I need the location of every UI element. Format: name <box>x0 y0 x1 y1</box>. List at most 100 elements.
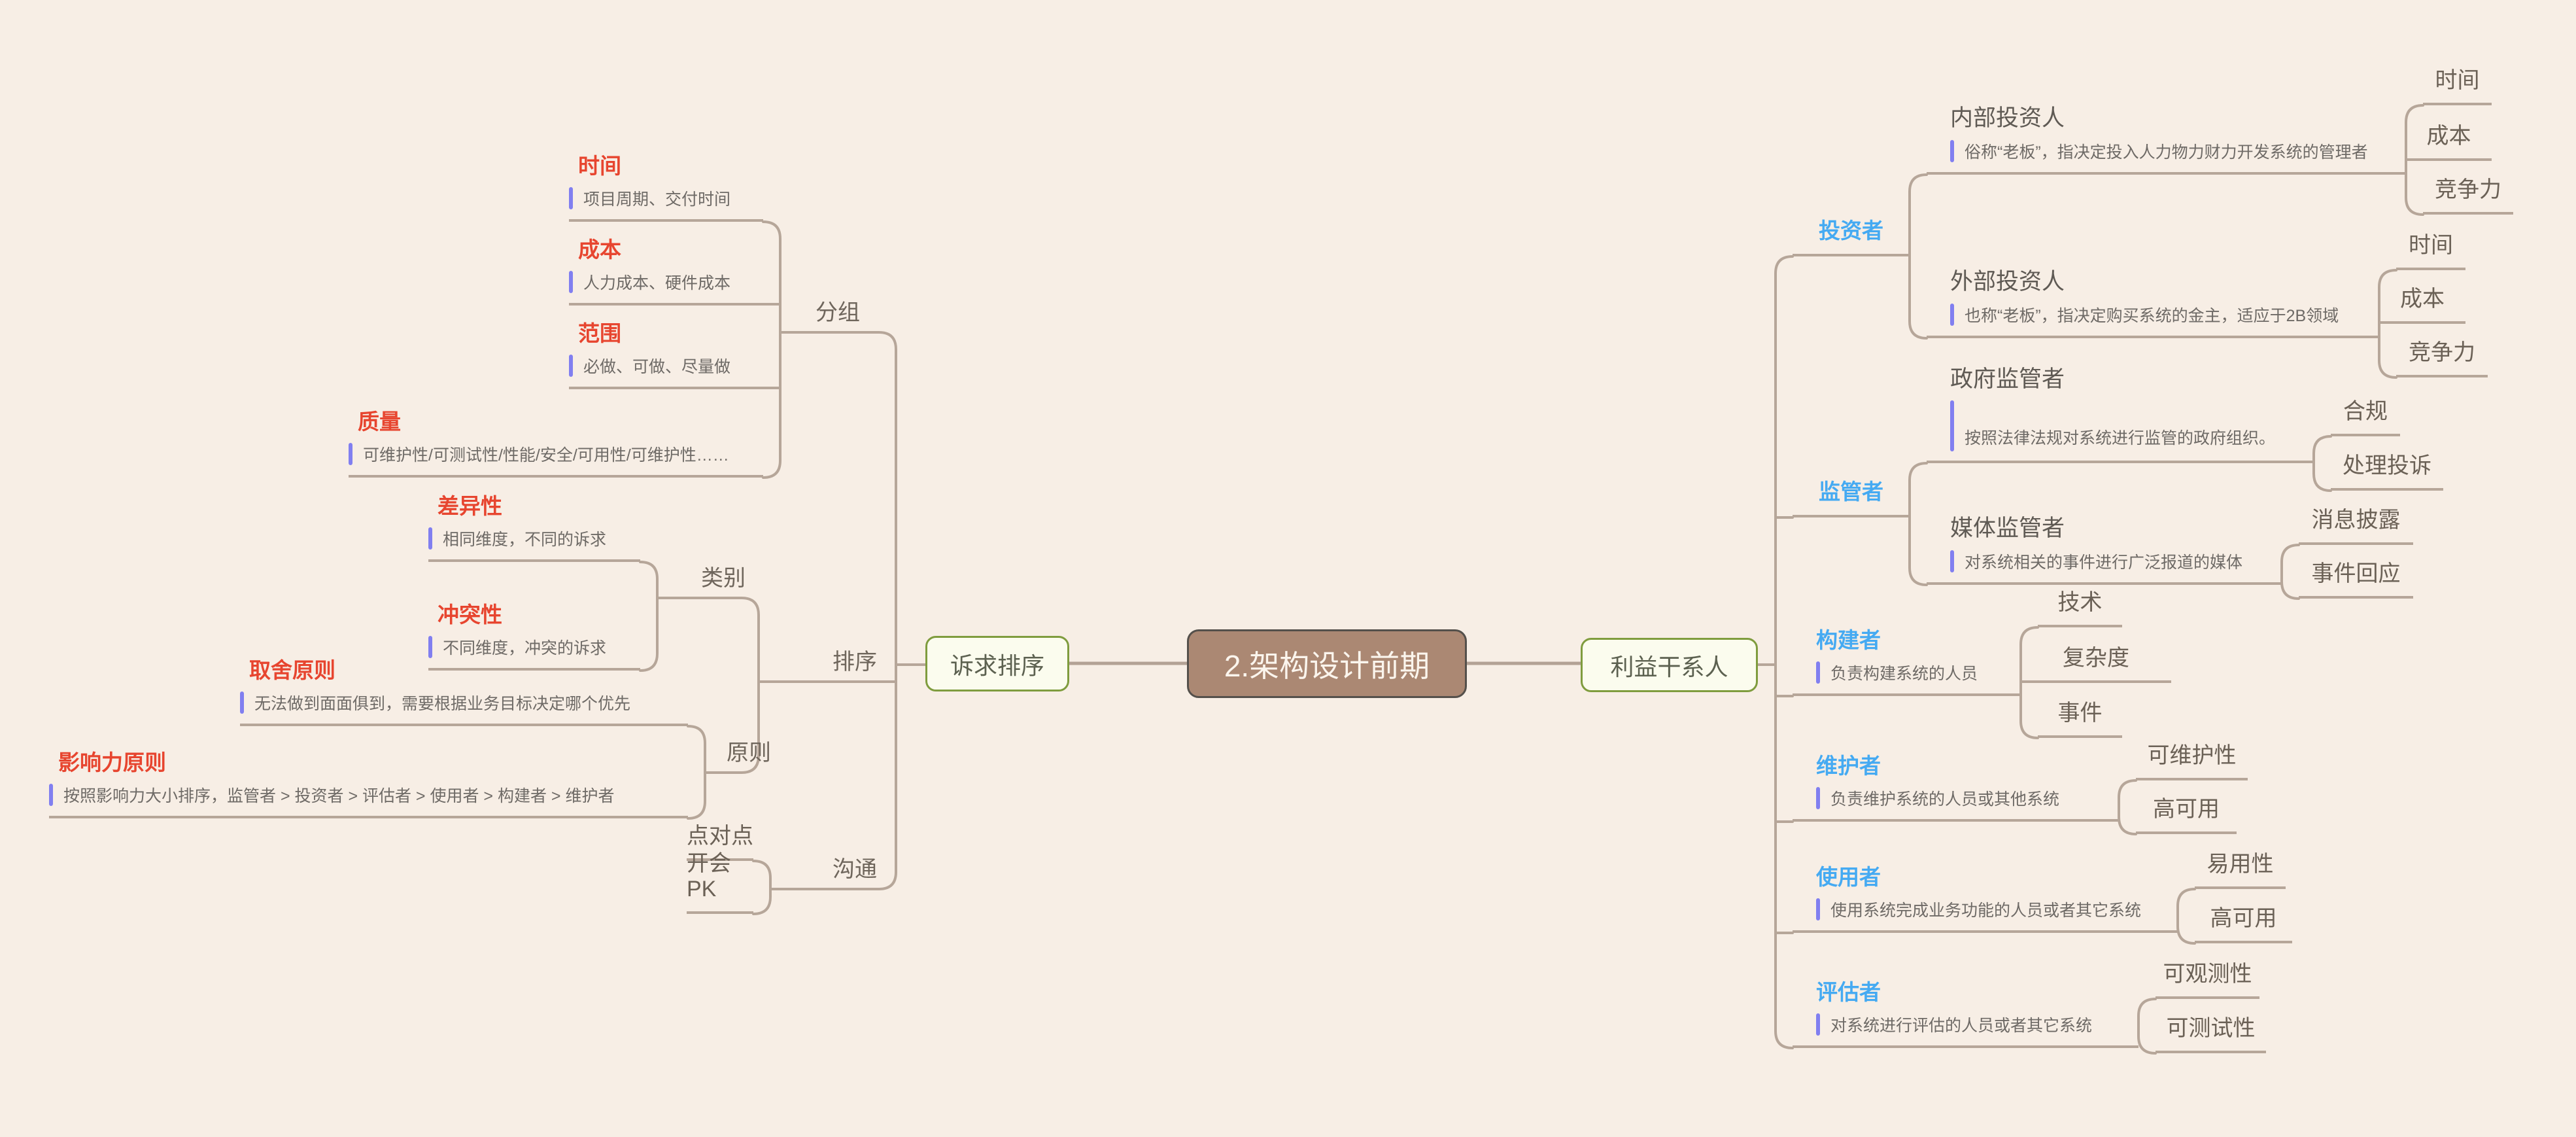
leaf-time-external[interactable]: 时间 <box>2396 233 2465 270</box>
topic-time-left-label: 时间 <box>578 154 621 179</box>
label-category[interactable]: 类别 <box>701 565 746 591</box>
note-marker <box>349 443 352 465</box>
leaf-incident-response[interactable]: 事件回应 <box>2299 561 2413 599</box>
leaf-testability[interactable]: 可测试性 <box>2155 1016 2266 1053</box>
branch-evaluator-label: 评估者 <box>1816 980 1881 1005</box>
topic-cost-left-label: 成本 <box>578 237 621 262</box>
topic-influence-principle-label: 影响力原则 <box>58 750 166 775</box>
note-marker <box>569 271 573 293</box>
branch-maintainer[interactable]: 维护者 负责维护系统的人员或其他系统 <box>1793 754 2119 822</box>
note-marker <box>1950 550 1954 572</box>
topic-tradeoff-principle-label: 取舍原则 <box>249 658 335 683</box>
topic-scope-label: 范围 <box>578 321 621 346</box>
note-marker <box>1816 661 1820 684</box>
branch-builder-note: 负责构建系统的人员 <box>1793 661 2021 693</box>
leaf-observability[interactable]: 可观测性 <box>2155 962 2259 999</box>
topic-government-regulator-note: 按照法律法规对系统进行监管的政府组织。 <box>1927 400 2314 461</box>
topic-media-regulator[interactable]: 媒体监管者 对系统相关的事件进行广泛报道的媒体 <box>1927 516 2282 585</box>
topic-influence-principle[interactable]: 影响力原则 按照影响力大小排序，监管者 > 投资者 > 评估者 > 使用者 > … <box>49 750 688 818</box>
branch-user-label: 使用者 <box>1816 865 1881 890</box>
topic-difference-note: 相同维度，不同的诉求 <box>428 527 640 559</box>
branch-evaluator-note: 对系统进行评估的人员或者其它系统 <box>1793 1013 2138 1045</box>
leaf-cost-internal[interactable]: 成本 <box>2406 124 2492 161</box>
leaf-time-internal[interactable]: 时间 <box>2423 68 2492 105</box>
leaf-point-to-point[interactable]: 点对点 <box>687 824 753 861</box>
branch-regulator[interactable]: 监管者 <box>1793 480 1910 517</box>
topic-time-left-note: 项目周期、交付时间 <box>569 186 763 219</box>
topic-quality-note: 可维护性/可测试性/性能/安全/可用性/可维护性…… <box>349 442 763 475</box>
label-principle[interactable]: 原则 <box>727 740 771 765</box>
leaf-incident[interactable]: 事件 <box>2038 701 2122 738</box>
note-marker <box>569 187 573 209</box>
topic-conflict-note: 不同维度，冲突的诉求 <box>428 635 640 668</box>
topic-influence-principle-note: 按照影响力大小排序，监管者 > 投资者 > 评估者 > 使用者 > 构建者 > … <box>49 783 688 816</box>
topic-tradeoff-principle-note: 无法做到面面俱到，需要根据业务目标决定哪个优先 <box>240 691 688 724</box>
topic-quality-label: 质量 <box>358 410 401 434</box>
topic-tradeoff-principle[interactable]: 取舍原则 无法做到面面俱到，需要根据业务目标决定哪个优先 <box>240 658 688 726</box>
topic-internal-investor-note: 俗称“老板”，指决定投入人力物力财力开发系统的管理者 <box>1927 139 2406 172</box>
leaf-meeting-pk[interactable]: 开会PK <box>687 851 753 914</box>
topic-external-investor-label: 外部投资人 <box>1950 268 2065 294</box>
root-node-label: 2.架构设计前期 <box>1224 648 1430 683</box>
branch-investor[interactable]: 投资者 <box>1793 219 1910 256</box>
leaf-handle-complaints[interactable]: 处理投诉 <box>2331 453 2443 491</box>
topic-internal-investor-label: 内部投资人 <box>1950 105 2065 131</box>
leaf-competitiveness-external[interactable]: 竞争力 <box>2396 340 2488 377</box>
left-bracket-group <box>639 220 927 915</box>
label-grouping[interactable]: 分组 <box>816 300 860 325</box>
note-marker <box>1816 898 1820 920</box>
branch-user[interactable]: 使用者 使用系统完成业务功能的人员或者其它系统 <box>1793 865 2178 933</box>
topic-scope[interactable]: 范围 必做、可做、尽量做 <box>569 321 780 389</box>
note-marker <box>240 691 244 714</box>
topic-difference[interactable]: 差异性 相同维度，不同的诉求 <box>428 494 640 562</box>
topic-external-investor-note: 也称“老板”，指决定购买系统的金主，适应于2B领域 <box>1927 303 2379 336</box>
branch-investor-label: 投资者 <box>1819 219 1883 243</box>
note-marker <box>1816 1013 1820 1036</box>
note-marker <box>428 527 432 550</box>
leaf-complexity[interactable]: 复杂度 <box>2021 646 2171 683</box>
branch-user-note: 使用系统完成业务功能的人员或者其它系统 <box>1793 898 2178 930</box>
node-stakeholders-label: 利益干系人 <box>1610 653 1728 680</box>
topic-media-regulator-note: 对系统相关的事件进行广泛报道的媒体 <box>1927 550 2282 582</box>
note-marker <box>1950 304 1954 326</box>
leaf-compliance[interactable]: 合规 <box>2331 399 2400 436</box>
leaf-technology[interactable]: 技术 <box>2038 590 2122 627</box>
topic-quality[interactable]: 质量 可维护性/可测试性/性能/安全/可用性/可维护性…… <box>349 410 763 478</box>
note-marker <box>1816 787 1820 809</box>
topic-time-left[interactable]: 时间 项目周期、交付时间 <box>569 154 763 222</box>
node-demand-sorting-label: 诉求排序 <box>950 652 1044 679</box>
topic-media-regulator-label: 媒体监管者 <box>1950 515 2065 541</box>
branch-builder[interactable]: 构建者 负责构建系统的人员 <box>1793 628 2021 696</box>
topic-difference-label: 差异性 <box>438 494 502 519</box>
note-marker <box>1950 400 1954 451</box>
topic-internal-investor[interactable]: 内部投资人 俗称“老板”，指决定投入人力物力财力开发系统的管理者 <box>1927 105 2406 175</box>
leaf-high-availability-maintainer[interactable]: 高可用 <box>2136 797 2237 834</box>
note-marker <box>1950 140 1954 162</box>
topic-government-regulator[interactable]: 政府监管者 按照法律法规对系统进行监管的政府组织。 <box>1927 366 2314 463</box>
leaf-information-disclosure[interactable]: 消息披露 <box>2299 508 2413 545</box>
root-node[interactable]: 2.架构设计前期 <box>1187 629 1467 698</box>
label-communication[interactable]: 沟通 <box>833 856 877 882</box>
topic-government-regulator-label: 政府监管者 <box>1950 366 2065 392</box>
branch-regulator-label: 监管者 <box>1819 480 1883 504</box>
topic-scope-note: 必做、可做、尽量做 <box>569 354 780 387</box>
topic-cost-left-note: 人力成本、硬件成本 <box>569 270 780 303</box>
note-marker <box>49 784 53 806</box>
branch-evaluator[interactable]: 评估者 对系统进行评估的人员或者其它系统 <box>1793 980 2138 1048</box>
topic-external-investor[interactable]: 外部投资人 也称“老板”，指决定购买系统的金主，适应于2B领域 <box>1927 269 2379 338</box>
branch-maintainer-note: 负责维护系统的人员或其他系统 <box>1793 786 2119 819</box>
note-marker <box>569 355 573 377</box>
leaf-high-availability-user[interactable]: 高可用 <box>2195 906 2292 943</box>
label-sorting[interactable]: 排序 <box>833 649 877 674</box>
node-stakeholders[interactable]: 利益干系人 <box>1581 638 1758 692</box>
branch-maintainer-label: 维护者 <box>1816 754 1881 778</box>
topic-conflict[interactable]: 冲突性 不同维度，冲突的诉求 <box>428 603 640 671</box>
leaf-maintainability[interactable]: 可维护性 <box>2136 743 2248 780</box>
node-demand-sorting[interactable]: 诉求排序 <box>925 636 1069 691</box>
topic-cost-left[interactable]: 成本 人力成本、硬件成本 <box>569 237 780 306</box>
leaf-cost-external[interactable]: 成本 <box>2379 287 2465 324</box>
topic-conflict-label: 冲突性 <box>438 603 502 627</box>
leaf-competitiveness-internal[interactable]: 竞争力 <box>2423 177 2513 215</box>
note-marker <box>428 636 432 658</box>
leaf-usability[interactable]: 易用性 <box>2195 852 2286 889</box>
